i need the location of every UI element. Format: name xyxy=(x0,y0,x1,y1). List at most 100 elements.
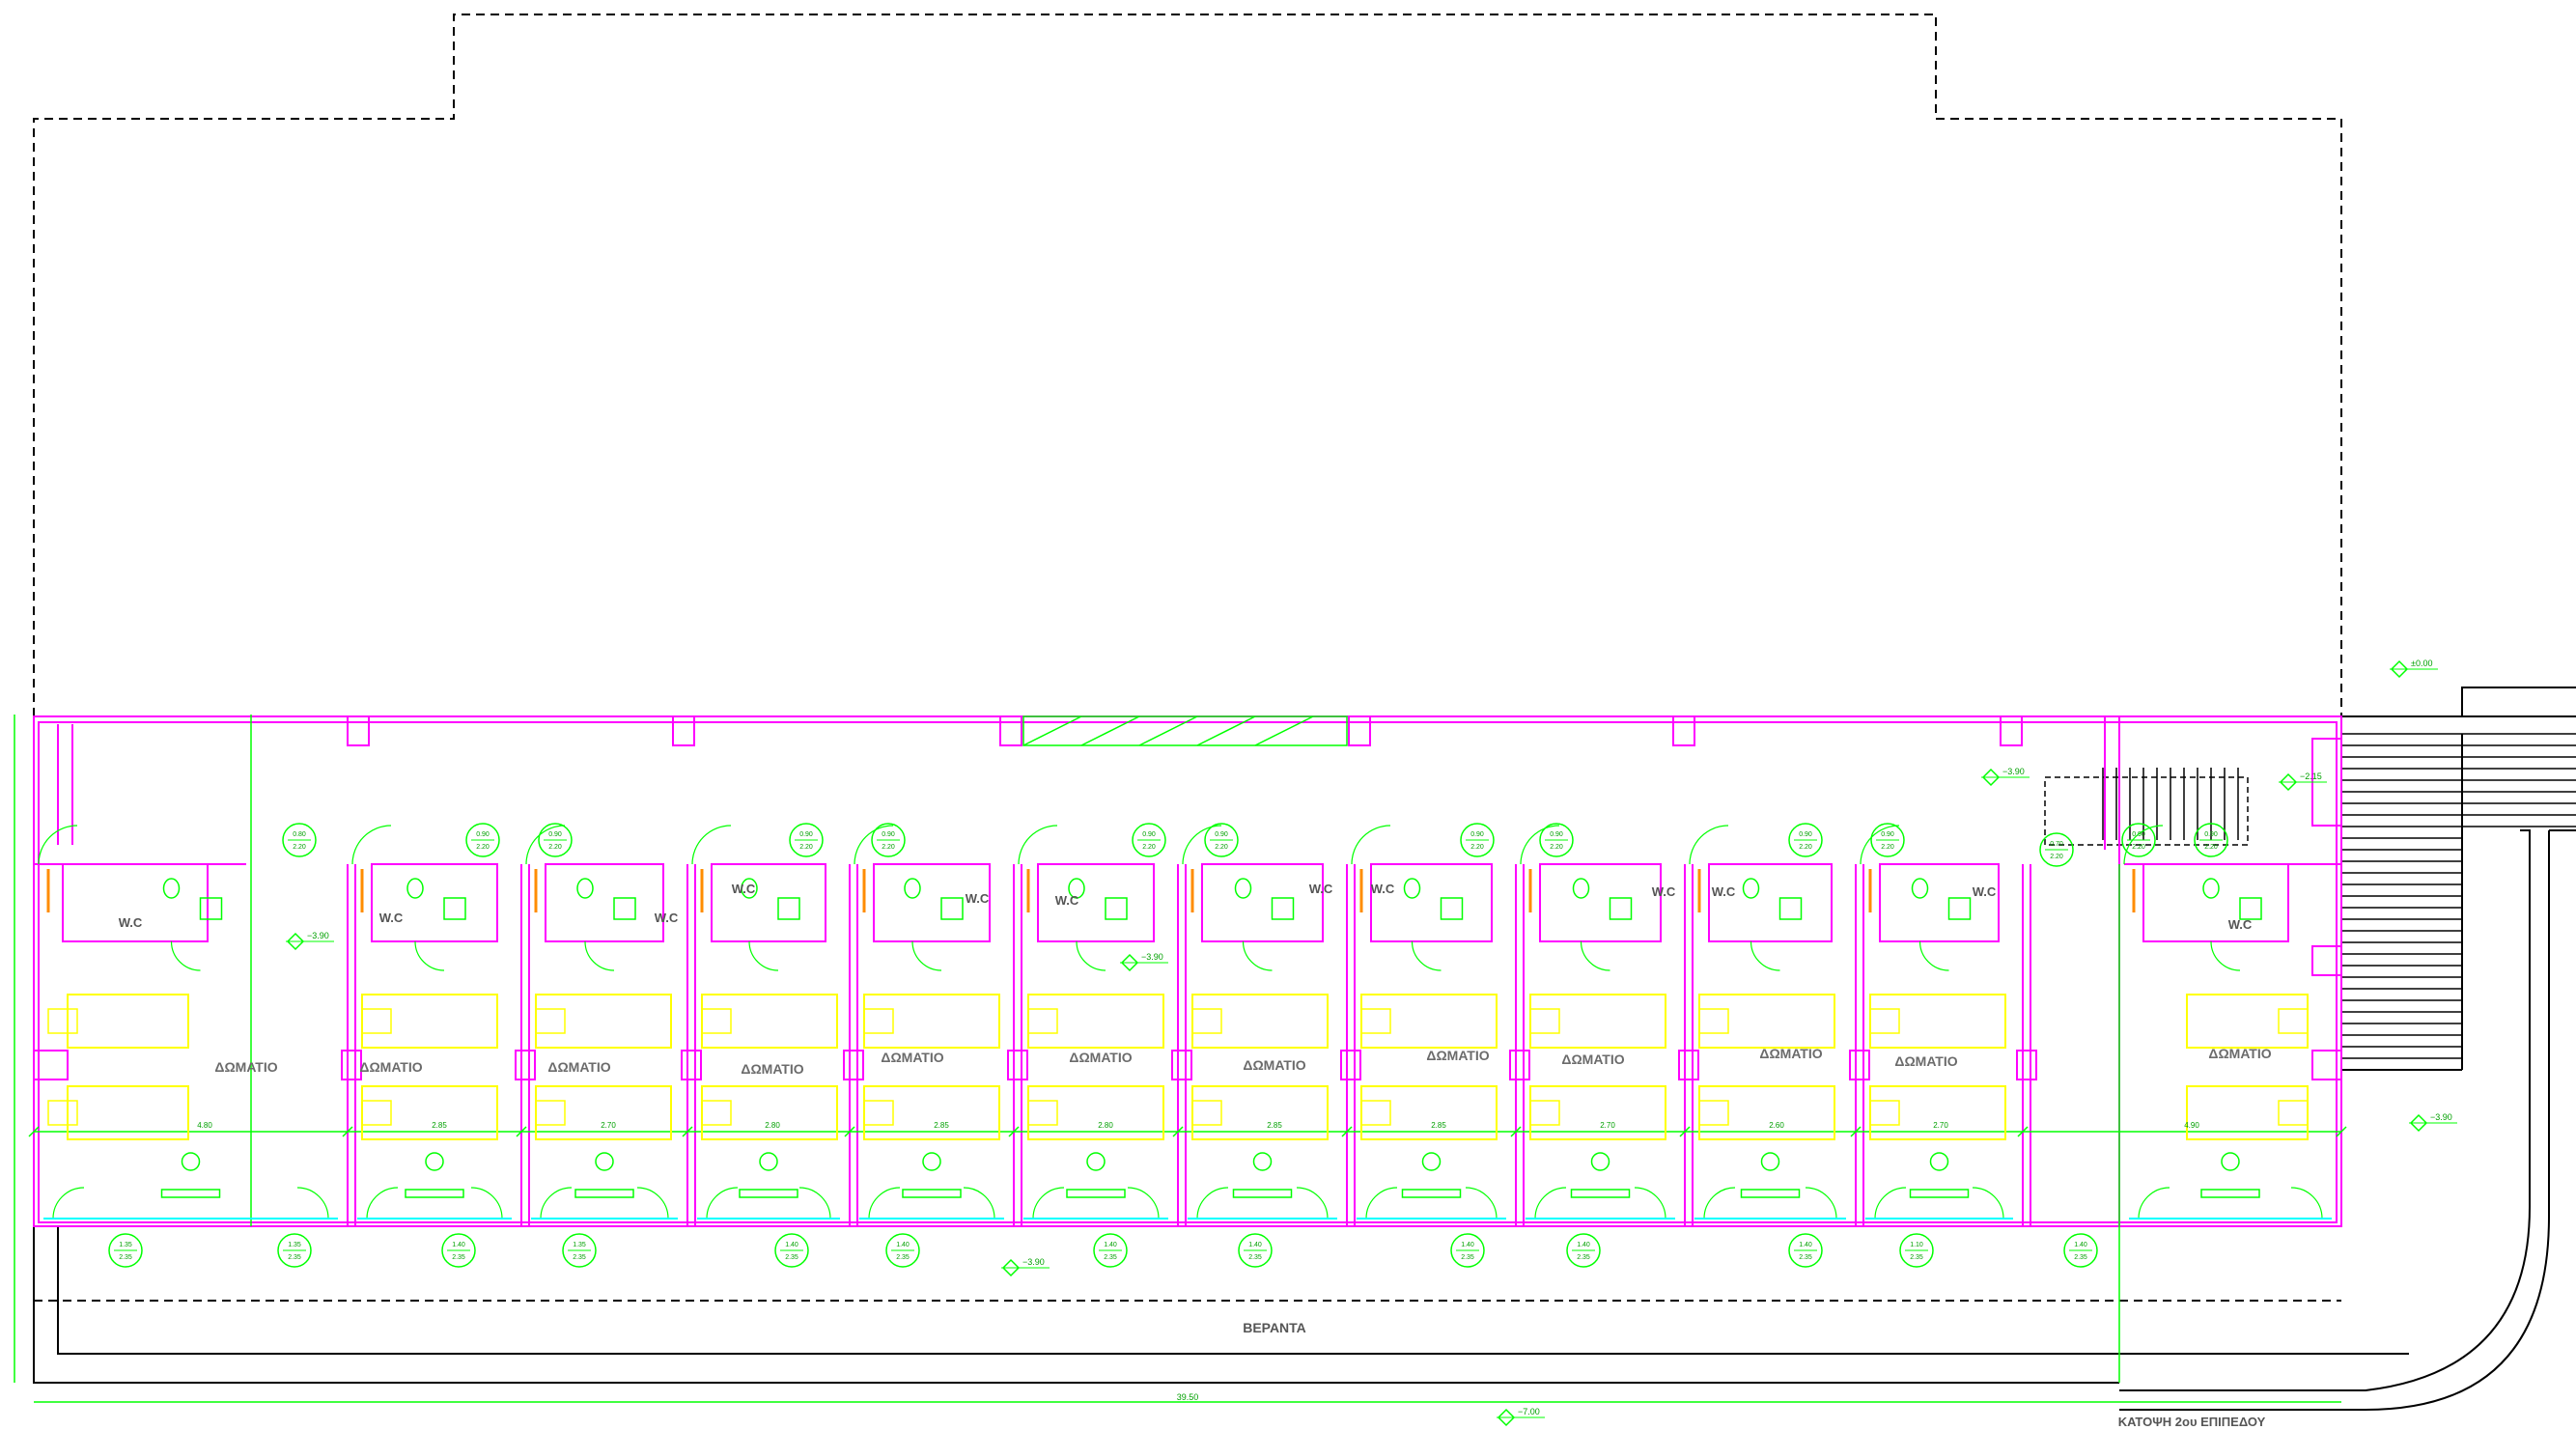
sink xyxy=(1947,897,1972,920)
door-swing xyxy=(911,940,942,971)
bathroom-wall xyxy=(1708,863,1833,942)
room-units xyxy=(38,825,2323,1220)
pillow xyxy=(1027,1008,1058,1034)
door-swing xyxy=(798,1187,831,1220)
door-swing xyxy=(2290,1187,2323,1220)
door-swing xyxy=(1750,940,1780,971)
bathroom-wall xyxy=(1201,863,1324,942)
door-tag-height: 2.20 xyxy=(1881,844,1894,851)
room-label: ΔΩΜΑΤΙΟ xyxy=(1243,1057,1305,1073)
door-tag-width: 0.90 xyxy=(1799,831,1812,838)
pillow xyxy=(1027,1100,1058,1126)
partition-column xyxy=(2016,1050,2037,1080)
door-swing xyxy=(748,940,779,971)
wc-label: W.C xyxy=(119,915,143,930)
window-tag-height: 2.35 xyxy=(1104,1254,1117,1261)
pillow xyxy=(1360,1100,1391,1126)
door-swing xyxy=(636,1187,669,1220)
pillow xyxy=(2278,1008,2309,1034)
room-width: 4.90 xyxy=(2184,1121,2199,1130)
pillow xyxy=(701,1100,732,1126)
door-tag-width: 0.90 xyxy=(476,831,490,838)
door-tag-width: 0.90 xyxy=(799,831,813,838)
partition-column xyxy=(515,1050,536,1080)
level-value: −3.90 xyxy=(2002,767,2025,776)
window-tag-height: 2.35 xyxy=(119,1254,132,1261)
veranda-label: ΒΕΡΑΝΤΑ xyxy=(1243,1320,1306,1335)
bathroom-wall xyxy=(1370,863,1493,942)
door-tag-width: 0.80 xyxy=(293,831,306,838)
lamp xyxy=(1760,1152,1780,1171)
door-tag xyxy=(1204,823,1239,857)
toilet xyxy=(1911,878,1929,899)
window-tag xyxy=(2063,1233,2098,1268)
door-swing xyxy=(1465,1187,1498,1220)
door-swing xyxy=(706,1187,739,1220)
dimension-tick xyxy=(1172,1126,1184,1137)
lamp xyxy=(922,1152,941,1171)
door-swing xyxy=(2138,1187,2170,1220)
room-width: 2.70 xyxy=(1933,1121,1948,1130)
door-tag-height: 2.20 xyxy=(2132,844,2145,851)
wc-label: W.C xyxy=(1712,884,1736,899)
bathroom-wall xyxy=(1539,863,1662,942)
central-stairs xyxy=(2044,768,2249,846)
door-swing xyxy=(296,1187,329,1220)
partition-column xyxy=(1509,1050,1530,1080)
sink xyxy=(1609,897,1633,920)
window-frame xyxy=(1570,1189,1631,1198)
room-width: 2.85 xyxy=(1267,1121,1282,1130)
window-tag-height: 2.35 xyxy=(573,1254,586,1261)
window-tag-width: 1.40 xyxy=(1104,1242,1117,1248)
bed xyxy=(1698,994,1835,1049)
window-tag xyxy=(277,1233,312,1268)
bathroom-wall xyxy=(711,863,826,942)
partition-column xyxy=(1678,1050,1699,1080)
window-tag xyxy=(885,1233,920,1268)
door-tag-height: 2.20 xyxy=(1799,844,1812,851)
room-width: 2.80 xyxy=(1098,1121,1113,1130)
pillow xyxy=(1529,1100,1560,1126)
wc-label: W.C xyxy=(1055,893,1079,908)
dimension-lines xyxy=(14,715,2341,1403)
window-tag-width: 1.10 xyxy=(1910,1242,1923,1248)
stair-treads xyxy=(2341,733,2576,1059)
partition-column xyxy=(1849,1050,1870,1080)
door-swing xyxy=(470,1187,503,1220)
window-tag-width: 1.40 xyxy=(1248,1242,1262,1248)
door-tag-height: 2.20 xyxy=(1550,844,1563,851)
window-tag-height: 2.35 xyxy=(452,1254,465,1261)
overall-dimension: 39.50 xyxy=(1177,1392,1199,1402)
room-width: 2.60 xyxy=(1769,1121,1784,1130)
toilet xyxy=(904,878,921,899)
window-tag xyxy=(1566,1233,1601,1268)
lamp xyxy=(2221,1152,2240,1171)
sink xyxy=(1271,897,1295,920)
wc-label: W.C xyxy=(1371,882,1395,896)
ramp-hatch xyxy=(1022,715,1348,746)
sink xyxy=(777,897,800,920)
dimension-ticks xyxy=(28,1126,2347,1137)
door-swing xyxy=(1018,825,1058,865)
door-tag-width: 0.90 xyxy=(2132,831,2145,838)
window-tag xyxy=(441,1233,476,1268)
door-tag-height: 2.20 xyxy=(548,844,562,851)
lamp xyxy=(1929,1152,1949,1171)
door-swing xyxy=(1351,825,1391,865)
door-tag-height: 2.20 xyxy=(476,844,490,851)
window-tag-width: 1.35 xyxy=(573,1242,586,1248)
window-frame xyxy=(2200,1189,2260,1198)
door-swing xyxy=(584,940,615,971)
door-swing xyxy=(540,1187,573,1220)
pillow xyxy=(361,1008,392,1034)
door-tag-height: 2.20 xyxy=(1470,844,1484,851)
door-tag xyxy=(1132,823,1166,857)
bathroom-wall xyxy=(2142,863,2289,942)
room-label: ΔΩΜΑΤΙΟ xyxy=(741,1061,803,1077)
bed xyxy=(1529,994,1666,1049)
toilet xyxy=(1403,878,1421,899)
door-swing xyxy=(1918,940,1949,971)
room-width: 2.80 xyxy=(765,1121,780,1130)
door-swing xyxy=(1411,940,1442,971)
